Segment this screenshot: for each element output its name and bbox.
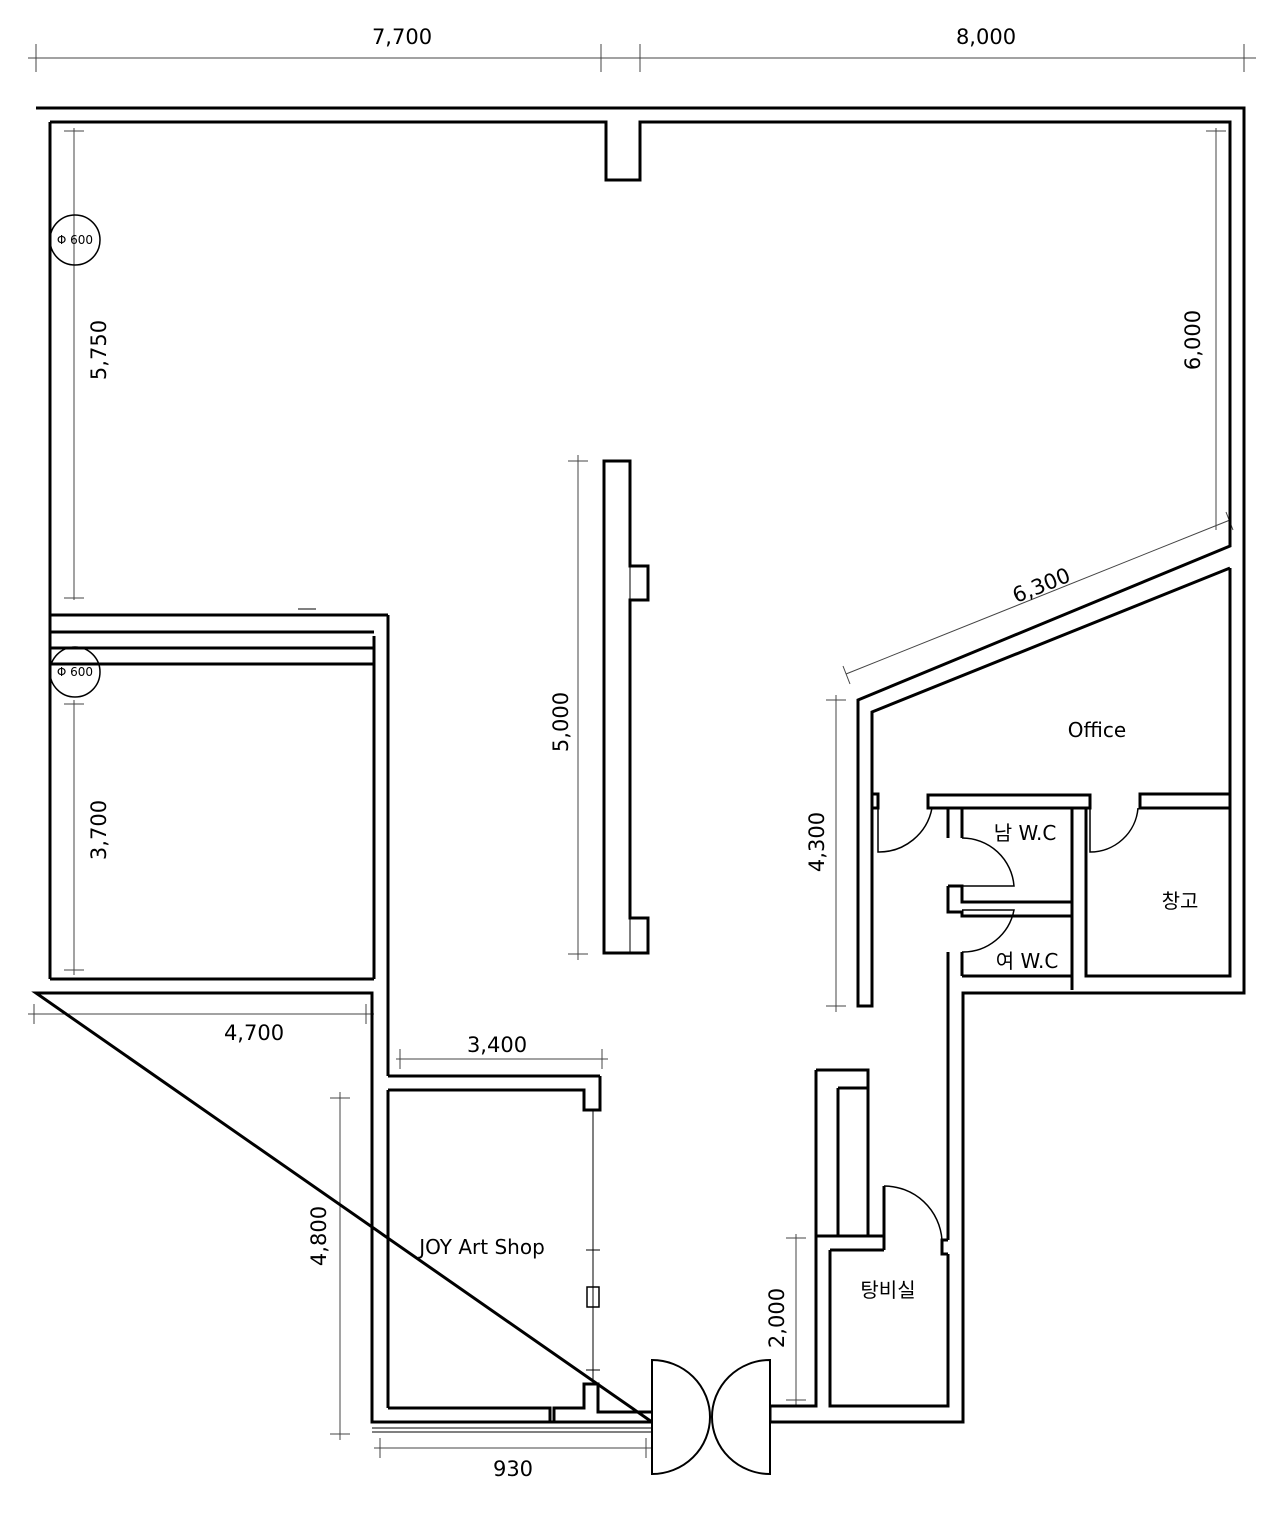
service-rooms bbox=[872, 568, 1232, 1240]
dim-left-lower: 3,700 bbox=[87, 800, 111, 860]
room-label-mens-wc: 남 W.C bbox=[994, 821, 1057, 845]
column-upper-label: Φ 600 bbox=[57, 233, 93, 247]
outer-walls bbox=[31, 106, 1246, 1424]
room-label-shop: JOY Art Shop bbox=[417, 1235, 545, 1259]
column-lower-label: Φ 600 bbox=[57, 665, 93, 679]
entrance-door-left[interactable] bbox=[651, 1358, 711, 1476]
entrance-door-right[interactable] bbox=[711, 1358, 771, 1476]
pantry-walls bbox=[770, 1068, 950, 1408]
womens-wc-door[interactable] bbox=[961, 909, 1015, 953]
dim-shop-width: 3,400 bbox=[467, 1033, 527, 1057]
column-lower: Φ 600 bbox=[49, 646, 101, 698]
dim-right-upper: 6,000 bbox=[1181, 310, 1205, 370]
room-label-office: Office bbox=[1068, 718, 1126, 742]
dim-shop-height: 4,800 bbox=[307, 1206, 331, 1266]
dim-entrance: 930 bbox=[493, 1457, 533, 1481]
dim-office-wall: 4,300 bbox=[805, 812, 829, 872]
dim-corridor: 2,000 bbox=[765, 1288, 789, 1348]
dim-center-wall: 5,000 bbox=[549, 692, 573, 752]
room-label-storage: 창고 bbox=[1162, 889, 1199, 913]
mens-wc-door[interactable] bbox=[961, 837, 1015, 887]
room-label-pantry: 탕비실 bbox=[860, 1278, 915, 1302]
dimension-lines bbox=[28, 44, 1256, 1458]
column-upper: Φ 600 bbox=[49, 214, 101, 266]
room-label-womens-wc: 여 W.C bbox=[996, 949, 1059, 973]
storage-door[interactable] bbox=[1089, 807, 1139, 853]
dim-bottom-left: 4,700 bbox=[224, 1021, 284, 1045]
shop-walls bbox=[372, 1076, 652, 1433]
dim-diagonal: 6,300 bbox=[1009, 563, 1074, 608]
dim-left-upper: 5,750 bbox=[87, 320, 111, 380]
center-partition bbox=[602, 459, 650, 955]
main-entrance[interactable] bbox=[651, 1358, 771, 1476]
dim-top-right: 8,000 bbox=[956, 25, 1016, 49]
office-door[interactable] bbox=[877, 807, 933, 853]
pantry-door[interactable] bbox=[883, 1185, 943, 1241]
dim-top-left: 7,700 bbox=[372, 25, 432, 49]
